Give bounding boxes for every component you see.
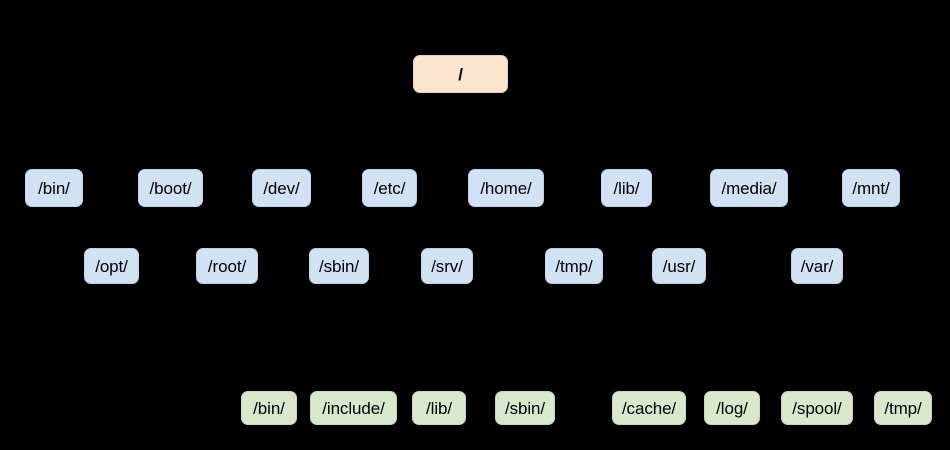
directory-node[interactable]: /spool/ <box>781 391 853 425</box>
directory-node[interactable]: /home/ <box>468 169 544 207</box>
directory-node[interactable]: /include/ <box>310 391 397 425</box>
directory-node[interactable]: /usr/ <box>652 248 706 284</box>
directory-node[interactable]: /sbin/ <box>309 248 369 284</box>
directory-node[interactable]: /cache/ <box>612 391 686 425</box>
directory-node[interactable]: /lib/ <box>412 391 466 425</box>
directory-node[interactable]: /mnt/ <box>842 169 900 207</box>
directory-node[interactable]: /bin/ <box>241 391 297 425</box>
directory-node[interactable]: /bin/ <box>25 169 83 207</box>
directory-node[interactable]: /dev/ <box>252 169 311 207</box>
directory-node[interactable]: /media/ <box>710 169 788 207</box>
directory-node[interactable]: / <box>413 55 508 93</box>
directory-node[interactable]: /log/ <box>704 391 760 425</box>
directory-node[interactable]: /lib/ <box>601 169 652 207</box>
directory-node[interactable]: /opt/ <box>84 248 139 284</box>
directory-node[interactable]: /var/ <box>791 248 843 284</box>
directory-node[interactable]: /srv/ <box>421 248 473 284</box>
directory-node[interactable]: /boot/ <box>138 169 203 207</box>
directory-node[interactable]: /sbin/ <box>495 391 555 425</box>
directory-node[interactable]: /root/ <box>196 248 258 284</box>
directory-node[interactable]: /tmp/ <box>545 248 603 284</box>
directory-node[interactable]: /etc/ <box>362 169 417 207</box>
directory-node[interactable]: /tmp/ <box>874 391 932 425</box>
